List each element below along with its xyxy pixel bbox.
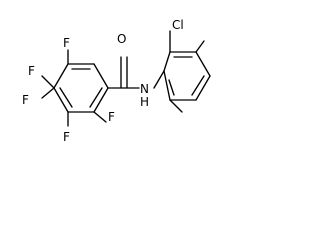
- double-bond-inner: [168, 79, 175, 96]
- atom-label-f: F: [28, 64, 35, 78]
- atom-label-n: N: [140, 82, 149, 96]
- bond: [53, 87, 69, 113]
- bond-group: [41, 30, 211, 127]
- bond: [93, 63, 109, 89]
- atom-label-o: O: [117, 32, 126, 46]
- atom-label-f: F: [63, 130, 70, 144]
- bond: [195, 51, 211, 77]
- bond: [41, 87, 55, 99]
- bond: [41, 75, 55, 89]
- atom-label-cl: Cl: [172, 18, 184, 32]
- atom-labels: O N H Cl F F F F F: [22, 18, 184, 144]
- double-bond-inner: [89, 87, 103, 108]
- atom-label-f: F: [63, 36, 70, 50]
- chemical-structure: O N H Cl F F F F F: [22, 18, 211, 144]
- bond: [153, 70, 165, 89]
- bond: [53, 63, 69, 89]
- bond: [163, 70, 171, 101]
- atom-label-f: F: [108, 110, 115, 124]
- bond: [93, 87, 109, 113]
- bond: [195, 75, 211, 101]
- bond: [93, 111, 107, 123]
- double-bond-inner: [191, 75, 205, 96]
- atom-label-h: H: [140, 95, 149, 109]
- bond: [195, 40, 205, 53]
- bond: [169, 99, 183, 113]
- bond: [163, 51, 171, 72]
- atom-label-f: F: [22, 93, 29, 107]
- double-bond-inner: [59, 87, 73, 108]
